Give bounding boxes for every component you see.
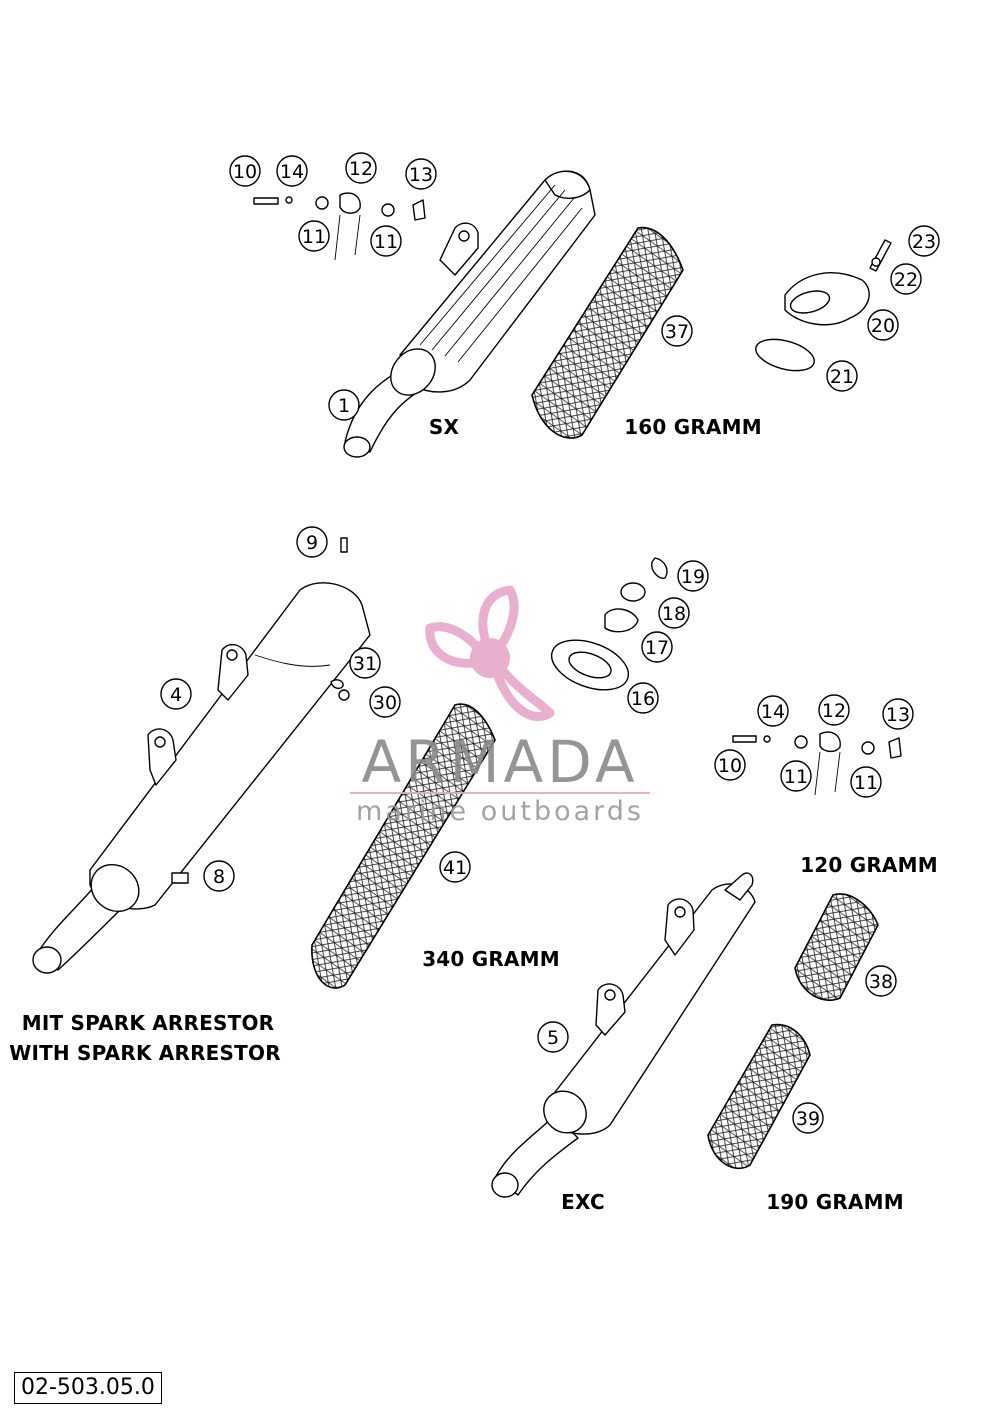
callout-20: 20 (867, 309, 899, 341)
callout-12b: 12 (818, 694, 850, 726)
callout-11c: 11 (780, 760, 812, 792)
svg-text:23: 23 (912, 231, 936, 253)
svg-text:16: 16 (631, 688, 655, 710)
callout-9: 9 (296, 526, 328, 558)
insert-39 (707, 1023, 811, 1170)
callout-14a: 14 (276, 155, 308, 187)
svg-text:1: 1 (338, 395, 350, 417)
insert-38 (794, 893, 879, 1001)
svg-text:13: 13 (886, 704, 910, 726)
svg-text:12: 12 (822, 700, 846, 722)
callout-38: 38 (865, 965, 897, 997)
svg-text:8: 8 (213, 866, 225, 888)
svg-text:10: 10 (233, 161, 257, 183)
watermark-tagline: marine outboards (356, 796, 644, 827)
label-190-gramm: 190 GRAMM (766, 1190, 904, 1214)
callout-17: 17 (641, 631, 673, 663)
callout-19: 19 (677, 560, 709, 592)
label-160-gramm: 160 GRAMM (624, 415, 762, 439)
svg-text:17: 17 (645, 637, 669, 659)
label-with-spark-arrestor: WITH SPARK ARRESTOR (9, 1041, 281, 1065)
callout-39: 39 (792, 1102, 824, 1134)
insert-41 (311, 703, 496, 989)
callout-16: 16 (627, 682, 659, 714)
svg-text:10: 10 (718, 755, 742, 777)
label-mit-spark-arrestor: MIT SPARK ARRESTOR (22, 1011, 275, 1035)
callout-11d: 11 (850, 766, 882, 798)
svg-text:22: 22 (894, 269, 918, 291)
svg-text:11: 11 (302, 226, 326, 248)
callout-8: 8 (203, 860, 235, 892)
svg-text:41: 41 (443, 857, 467, 879)
callout-41: 41 (439, 851, 471, 883)
callout-18: 18 (658, 597, 690, 629)
svg-text:14: 14 (280, 161, 304, 183)
callout-1: 1 (328, 389, 360, 421)
callout-12a: 12 (345, 152, 377, 184)
sx-insert-37 (531, 226, 684, 439)
callout-30: 30 (369, 686, 401, 718)
svg-text:4: 4 (170, 684, 182, 706)
watermark-brand: ARMADA (361, 728, 638, 796)
exc-silencer (491, 872, 756, 1198)
drawing-code: 02-503.05.0 (14, 1372, 162, 1404)
sx-silencer (343, 170, 596, 458)
label-sx: SX (429, 415, 460, 439)
callout-10a: 10 (229, 155, 261, 187)
armada-watermark: ARMADA marine outboards (350, 585, 650, 827)
callout-11a: 11 (298, 220, 330, 252)
callout-21: 21 (826, 360, 858, 392)
label-120-gramm: 120 GRAMM (800, 853, 938, 877)
callout-23: 23 (908, 225, 940, 257)
callout-5: 5 (537, 1021, 569, 1053)
svg-text:18: 18 (662, 603, 686, 625)
sx-mounting-hardware (253, 192, 426, 261)
svg-text:11: 11 (784, 766, 808, 788)
svg-text:31: 31 (353, 653, 377, 675)
callout-4: 4 (160, 678, 192, 710)
endcap-parts-16-19 (330, 557, 668, 701)
svg-text:20: 20 (871, 315, 895, 337)
svg-text:14: 14 (761, 701, 785, 723)
svg-text:37: 37 (665, 321, 689, 343)
callout-22: 22 (890, 263, 922, 295)
svg-text:19: 19 (681, 566, 705, 588)
svg-text:12: 12 (349, 158, 373, 180)
svg-text:30: 30 (373, 692, 397, 714)
label-exc: EXC (561, 1190, 605, 1214)
exc-mounting-hardware (732, 731, 902, 796)
callout-37: 37 (661, 315, 693, 347)
sx-endcap-parts (755, 239, 892, 372)
callout-31: 31 (349, 647, 381, 679)
svg-text:38: 38 (869, 971, 893, 993)
callout-13b: 13 (882, 698, 914, 730)
svg-text:9: 9 (306, 532, 318, 554)
callout-11b: 11 (370, 225, 402, 257)
spark-arrestor-silencer (32, 537, 371, 974)
svg-text:13: 13 (409, 164, 433, 186)
svg-text:11: 11 (374, 231, 398, 253)
label-340-gramm: 340 GRAMM (422, 947, 560, 971)
callout-13a: 13 (405, 158, 437, 190)
callout-10b: 10 (714, 749, 746, 781)
propeller-logo-icon (425, 585, 555, 721)
svg-text:39: 39 (796, 1108, 820, 1130)
callout-14b: 14 (757, 695, 789, 727)
svg-text:21: 21 (830, 366, 854, 388)
svg-text:11: 11 (854, 772, 878, 794)
svg-text:5: 5 (547, 1027, 559, 1049)
